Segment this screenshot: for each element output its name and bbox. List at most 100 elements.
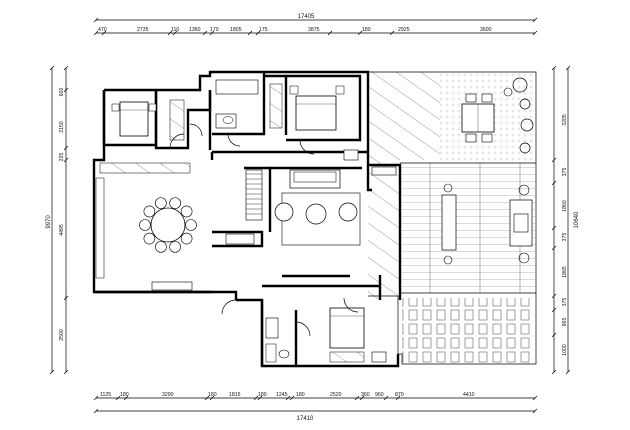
bottom-tick <box>115 395 121 401</box>
furniture <box>95 79 397 363</box>
bottom-dim-10: 960 <box>375 392 384 398</box>
left-tick <box>63 157 69 163</box>
top-tick <box>167 30 173 36</box>
top-dim-6: 175 <box>259 27 268 33</box>
top-dim-9: 2925 <box>398 27 410 33</box>
dining-chair <box>139 219 151 231</box>
right-dim-2: 1860 <box>562 200 568 212</box>
bottom-tick <box>354 395 360 401</box>
left-tick <box>49 65 55 71</box>
left-dim-3: 4495 <box>59 224 65 236</box>
bottom-dim-5: 180 <box>258 392 267 398</box>
bottom-tick <box>123 395 129 401</box>
bottom-tick <box>383 395 389 401</box>
bottom-dim-0: 1125 <box>100 392 111 398</box>
bottom-tick <box>257 395 263 401</box>
top-dim-0: 470 <box>98 27 107 33</box>
top-total-dimension: 17405 <box>298 14 315 20</box>
dining-chair <box>169 241 181 253</box>
top-tick <box>357 30 363 36</box>
top-tick <box>93 30 99 36</box>
bottom-tick <box>204 395 210 401</box>
top-dim-1: 2735 <box>137 27 149 33</box>
bottom-dim-1: 180 <box>120 392 129 398</box>
left-dim-0: 600 <box>59 88 65 97</box>
left-tick <box>63 87 69 93</box>
right-tick <box>551 293 557 299</box>
dining-chair <box>180 205 193 218</box>
top-tick <box>101 30 107 36</box>
right-tick <box>551 225 557 231</box>
dining-chair <box>169 197 181 209</box>
bottom-tick <box>253 395 259 401</box>
top-tick <box>209 30 215 36</box>
top-tick <box>93 17 99 23</box>
left-dim-4: 2500 <box>59 329 65 341</box>
left-tick <box>49 369 55 375</box>
top-dim-7: 3875 <box>308 27 320 33</box>
left-dim-2: 225 <box>59 153 65 162</box>
bottom-tick <box>93 395 99 401</box>
right-total-dimension: 10640 <box>574 211 580 228</box>
bottom-tick <box>93 408 99 414</box>
left-tick <box>63 65 69 71</box>
bottom-tick <box>285 395 291 401</box>
top-tick <box>532 30 538 36</box>
exterior-walls <box>92 70 402 368</box>
top-tick <box>172 30 178 36</box>
bottom-tick <box>395 395 401 401</box>
bottom-tick <box>359 395 365 401</box>
right-tick <box>551 245 557 251</box>
right-tick <box>551 157 557 163</box>
left-dim-1: 2150 <box>59 121 65 133</box>
bottom-dim-6: 1245 <box>276 392 288 398</box>
bottom-dim-4: 1815 <box>229 392 241 398</box>
dining-chair <box>143 205 156 218</box>
right-dim-1: 375 <box>562 168 568 177</box>
top-tick <box>255 30 261 36</box>
right-dimension-chain: 10640 3205 375 1860 375 1865 375 965 100… <box>551 65 580 375</box>
left-dimension-chain: 9970 600 2150 225 4495 2500 <box>46 65 69 375</box>
bottom-dim-11: 870 <box>395 392 404 398</box>
left-total-dimension: 9970 <box>46 215 52 229</box>
top-dim-8: 180 <box>362 27 371 33</box>
top-dim-3: 1360 <box>189 27 201 33</box>
top-tick <box>327 30 333 36</box>
door-swings <box>169 123 359 337</box>
right-tick <box>551 65 557 71</box>
bottom-dim-2: 3290 <box>162 392 174 398</box>
bottom-dim-8: 2520 <box>330 392 342 398</box>
bottom-tick <box>209 395 215 401</box>
right-tick <box>551 307 557 313</box>
top-dim-4: 170 <box>210 27 219 33</box>
right-tick <box>551 332 557 338</box>
right-dim-5: 375 <box>562 298 568 307</box>
top-tick <box>247 30 253 36</box>
top-dimension-chain: 17405 470 2735 110 1360 170 1805 175 387… <box>93 14 538 36</box>
right-dim-3: 375 <box>562 233 568 242</box>
dining-chair <box>143 232 156 245</box>
right-tick <box>565 65 571 71</box>
right-tick <box>551 369 557 375</box>
right-dim-4: 1865 <box>562 266 568 278</box>
top-tick <box>202 30 208 36</box>
bottom-total-dimension: 17410 <box>297 416 314 422</box>
bottom-tick <box>289 395 295 401</box>
dining-chair <box>185 219 197 231</box>
left-tick <box>63 145 69 151</box>
top-dim-10: 3600 <box>480 27 492 33</box>
right-dim-6: 965 <box>562 318 568 327</box>
bottom-dim-9: 360 <box>361 392 370 398</box>
top-dim-5: 1805 <box>230 27 242 33</box>
bottom-dim-7: 180 <box>296 392 305 398</box>
top-tick <box>532 17 538 23</box>
terrace-area <box>368 71 537 365</box>
right-dim-0: 3205 <box>562 114 568 126</box>
right-tick <box>565 369 571 375</box>
bottom-tick <box>532 395 538 401</box>
left-tick <box>63 369 69 375</box>
top-tick <box>389 30 395 36</box>
bottom-dim-3: 180 <box>208 392 217 398</box>
dining-chair <box>155 197 167 209</box>
